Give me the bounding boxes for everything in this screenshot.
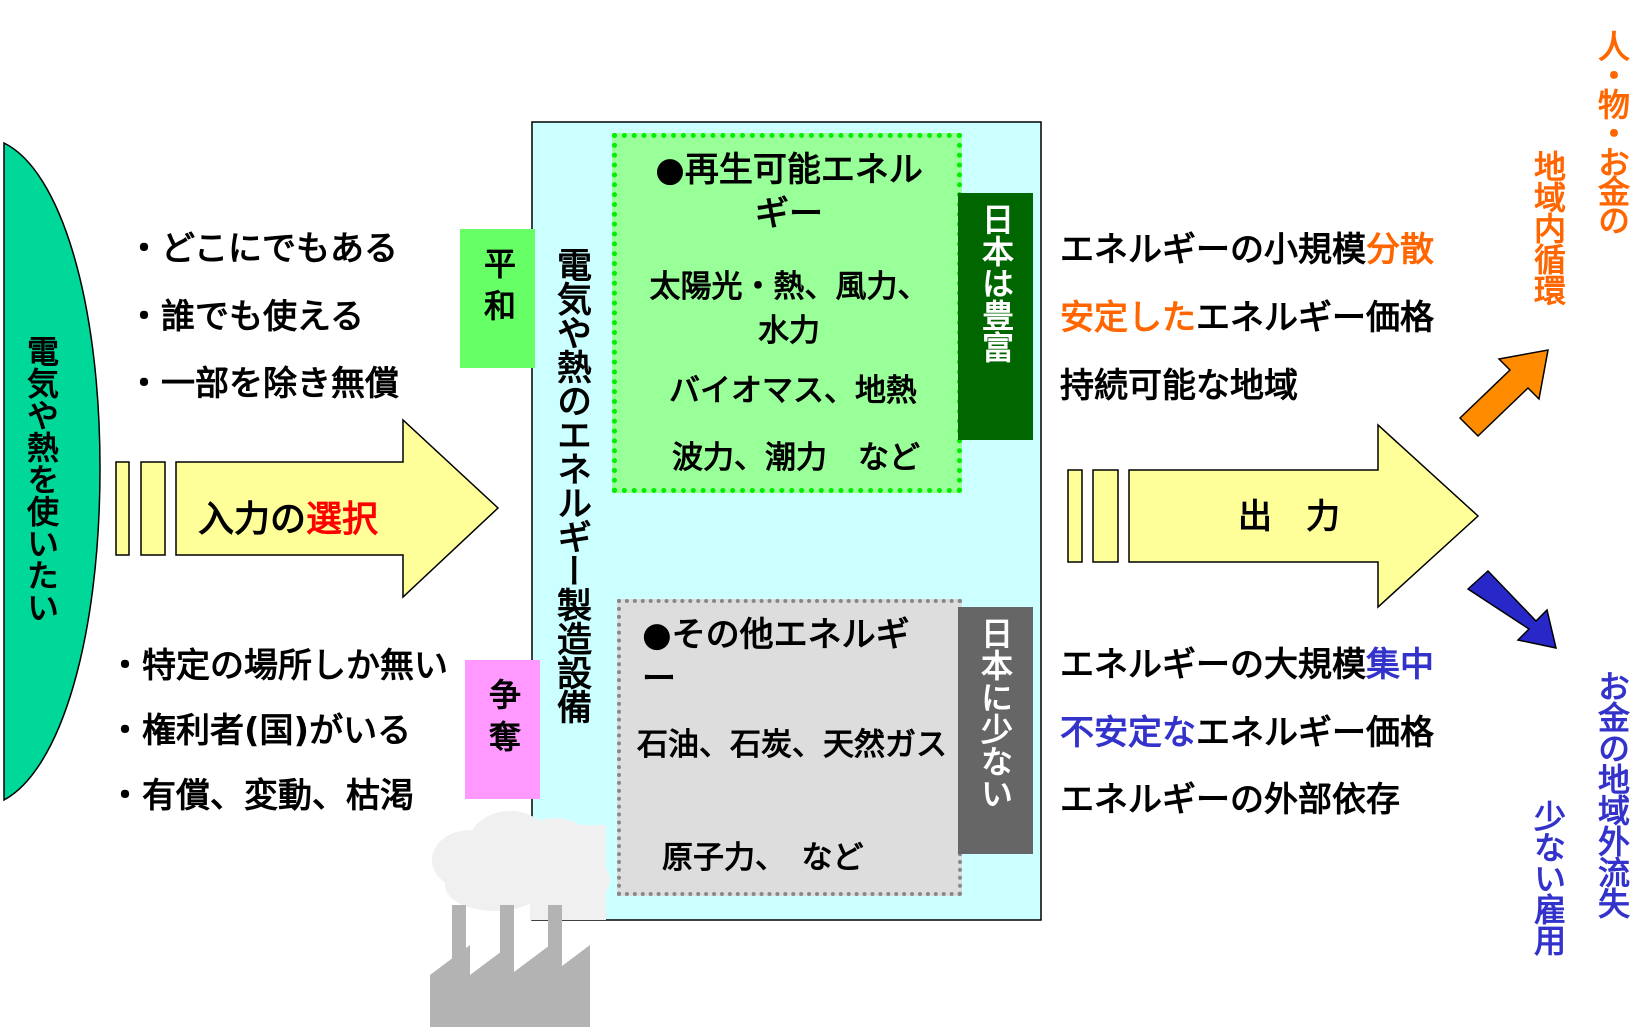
outcome-bottom-2-after: エネルギー価格 <box>1196 713 1434 753</box>
output-arrow <box>1128 423 1480 609</box>
renewable-badge-label: 日本は豊富 <box>977 203 1015 363</box>
up-arrow <box>1458 349 1549 438</box>
peace-badge: 平和 <box>460 229 535 368</box>
outcome-top-1: エネルギーの小規模分散 <box>1060 233 1434 267</box>
outcome-bottom-2: 不安定なエネルギー価格 <box>1060 716 1434 750</box>
outcome-bottom-2-highlight: 不安定な <box>1060 713 1196 753</box>
input-arrow-stripe-1 <box>115 461 130 556</box>
output-arrow-stripe-1 <box>1067 469 1083 563</box>
bottom-point-3: ・有償、変動、枯渇 <box>108 776 414 816</box>
top-point-1: ・どこにでもある <box>127 229 398 269</box>
renewable-box: ●再生可能エネルギー 太陽光・熱、風力、水力 バイオマス、地熱 波力、潮力 など <box>612 133 962 493</box>
outcome-top-2-after: エネルギー価格 <box>1196 298 1434 338</box>
bottom-point-2: ・権利者(国)がいる <box>108 711 412 751</box>
top-point-3: ・一部を除き無償 <box>127 364 399 404</box>
output-arrow-stripe-2 <box>1092 469 1119 563</box>
other-line-1: 石油、石炭、天然ガス <box>637 727 947 763</box>
outcome-bottom-1-highlight: 集中 <box>1366 645 1434 685</box>
input-arrow-prefix: 入力の <box>198 499 307 540</box>
result-bottom-line-2: 少ない雇用 <box>1529 800 1567 955</box>
outcome-top-3: 持続可能な地域 <box>1060 369 1298 403</box>
outcome-top-1-highlight: 分散 <box>1366 230 1434 270</box>
output-arrow-label: 出 力 <box>1238 497 1340 537</box>
renewable-line-2: バイオマス、地熱 <box>669 373 917 409</box>
bottom-point-1: ・特定の場所しか無い <box>108 646 448 686</box>
input-arrow <box>175 418 500 599</box>
outcome-top-3-before: 持続可能な地域 <box>1060 366 1298 406</box>
result-bottom-line-1: お金の地域外流失 <box>1593 670 1631 918</box>
conflict-badge: 争奪 <box>465 660 540 799</box>
down-arrow <box>1466 569 1558 649</box>
outcome-bottom-3: エネルギーの外部依存 <box>1060 783 1400 817</box>
top-point-2: ・誰でも使える <box>127 297 364 337</box>
left-label: 電気や熱を使いたい <box>22 335 60 623</box>
input-arrow-highlight: 選択 <box>306 499 379 540</box>
other-title: ●その他エネルギー <box>642 615 910 699</box>
other-line-2: 原子力、 など <box>662 840 864 876</box>
result-top-line-1: 人・物・お金の <box>1593 30 1631 233</box>
outcome-top-2-highlight: 安定した <box>1060 298 1196 338</box>
renewable-line-3: 波力、潮力 など <box>672 440 920 476</box>
other-badge-label: 日本に少ない <box>976 617 1014 809</box>
outcome-bottom-3-before: エネルギーの外部依存 <box>1060 780 1400 820</box>
outcome-top-1-before: エネルギーの小規模 <box>1060 230 1366 270</box>
other-box: ●その他エネルギー 石油、石炭、天然ガス 原子力、 など <box>617 599 962 896</box>
result-top-line-2: 地域内循環 <box>1529 150 1567 305</box>
conflict-label: 争奪 <box>484 678 522 762</box>
peace-label: 平和 <box>479 247 517 331</box>
renewable-line-1: 太陽光・熱、風力、水力 <box>649 269 929 349</box>
outcome-bottom-1-before: エネルギーの大規模 <box>1060 645 1366 685</box>
renewable-title: ●再生可能エネルギー <box>655 150 923 234</box>
outcome-top-2: 安定したエネルギー価格 <box>1060 301 1434 335</box>
input-arrow-label: 入力の選択 <box>198 502 378 538</box>
input-arrow-stripe-2 <box>140 461 166 556</box>
facility-label: 電気や熱のエネルギー製造設備 <box>551 247 591 723</box>
outcome-bottom-1: エネルギーの大規模集中 <box>1060 648 1434 682</box>
left-shape <box>3 141 101 802</box>
renewable-badge: 日本は豊富 <box>958 193 1033 440</box>
other-badge: 日本に少ない <box>958 607 1033 854</box>
factory-icon <box>430 811 610 1027</box>
